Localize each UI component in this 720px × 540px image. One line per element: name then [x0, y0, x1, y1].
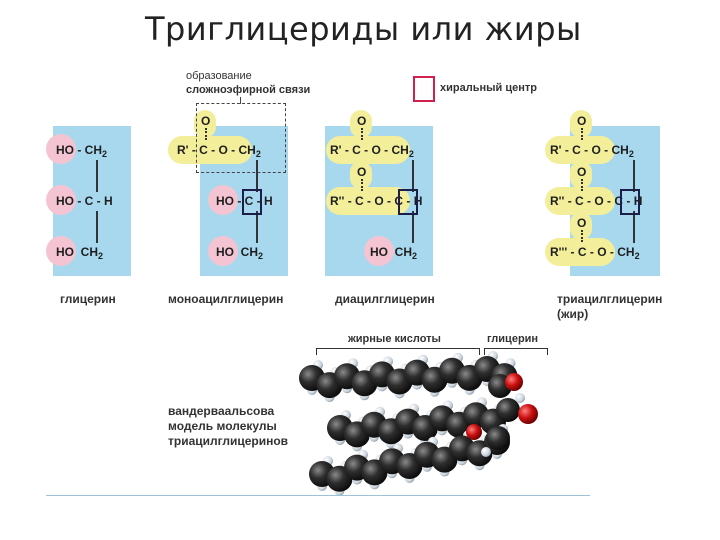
hydrogen-atom	[515, 393, 525, 403]
hydroxyl-bg	[364, 236, 394, 266]
fatty-acids-label: жирные кислоты	[348, 333, 441, 345]
carbon-atom	[486, 426, 510, 450]
mono-carbonyl-o: O	[201, 114, 211, 128]
di-row3: HO CH2	[370, 245, 418, 261]
hydrogen-atom	[481, 447, 491, 457]
bond-line	[256, 211, 258, 243]
oxygen-atom	[466, 424, 482, 440]
triacylglycerol-label: триацилглицерин	[557, 292, 663, 306]
monoacylglycerol-label: моноацилглицерин	[168, 292, 284, 306]
chiral-center-marker	[242, 189, 262, 215]
acyl-group-bg	[545, 136, 615, 164]
bond-line	[633, 160, 635, 192]
chiral-center-legend-box	[413, 76, 435, 102]
double-bond	[361, 128, 363, 140]
glycerol-label: глицерин	[60, 292, 116, 306]
vdw-model-label-line2: модель молекулы	[168, 419, 277, 433]
glycerol-bracket	[484, 348, 548, 355]
carbonyl-oxygen-bg	[570, 212, 592, 240]
mono-row3: HO CH2	[216, 245, 264, 261]
slide-title: Триглицериды или жиры	[145, 10, 582, 48]
tri-row1: R' - C - O - CH2	[550, 143, 634, 159]
diacylglycerol-label: диацилглицерин	[335, 292, 435, 306]
vdw-model-label-line1: вандерваальсова	[168, 404, 275, 418]
carbonyl-oxygen-bg	[570, 161, 592, 189]
double-bond	[581, 179, 583, 191]
tri-row2: R'' - C - O - C - H	[550, 194, 643, 208]
tri-row3: R''' - C - O - CH2	[550, 245, 640, 261]
hydroxyl-bg	[46, 236, 76, 266]
glycerol-row2: HO - C - H	[56, 194, 113, 208]
bottom-divider	[46, 495, 590, 496]
glycerol-row3: HO CH2	[56, 245, 104, 261]
glycerol-row1: HO - CH2	[56, 143, 108, 159]
bond-line	[256, 160, 258, 192]
chiral-center-marker	[398, 189, 418, 215]
ester-bond-annotation-line2: сложноэфирной связи	[186, 84, 311, 96]
hydroxyl-bg	[208, 236, 238, 266]
double-bond	[581, 230, 583, 242]
annotation-pointer	[240, 97, 241, 104]
tri-carbonyl-o2: O	[577, 165, 587, 179]
carbonyl-oxygen-bg	[350, 161, 372, 189]
oxygen-atom	[518, 404, 538, 424]
carbon-atom	[496, 398, 520, 422]
double-bond	[581, 128, 583, 140]
bond-line	[412, 211, 414, 243]
acyl-group-bg	[168, 136, 252, 164]
oxygen-atom	[505, 373, 523, 391]
vdw-model-label-line3: триацилглицеринов	[168, 434, 289, 448]
chiral-center-legend-label: хиральный центр	[440, 82, 537, 94]
hydroxyl-bg	[208, 185, 238, 215]
bond-line	[96, 160, 98, 192]
double-bond	[205, 128, 207, 140]
carbonyl-oxygen-bg	[194, 110, 216, 138]
double-bond	[361, 179, 363, 191]
chiral-center-marker	[620, 189, 640, 215]
mono-row2: HO - C - H	[216, 194, 273, 208]
carbonyl-oxygen-bg	[570, 110, 592, 138]
bond-line	[96, 211, 98, 243]
ester-bond-dashed-box	[196, 103, 286, 173]
acyl-group-bg	[545, 187, 615, 215]
hydroxyl-bg	[46, 185, 76, 215]
di-carbonyl-o1: O	[357, 114, 367, 128]
glycerol-part-label: глицерин	[487, 333, 539, 345]
di-carbonyl-o2: O	[357, 165, 367, 179]
triacylglycerol-sublabel: (жир)	[557, 307, 589, 321]
fatty-acids-bracket	[316, 348, 480, 355]
hydroxyl-bg	[46, 134, 76, 164]
carbonyl-oxygen-bg	[350, 110, 372, 138]
acyl-group-bg	[545, 238, 615, 266]
ester-bond-annotation-line1: образование	[186, 70, 252, 82]
tri-carbonyl-o3: O	[577, 216, 587, 230]
bond-line	[633, 211, 635, 243]
bond-line	[412, 160, 414, 192]
acyl-group-bg	[326, 136, 410, 164]
tri-carbonyl-o1: O	[577, 114, 587, 128]
di-row1: R' - C - O - CH2	[330, 143, 414, 159]
acyl-group-bg	[326, 187, 410, 215]
